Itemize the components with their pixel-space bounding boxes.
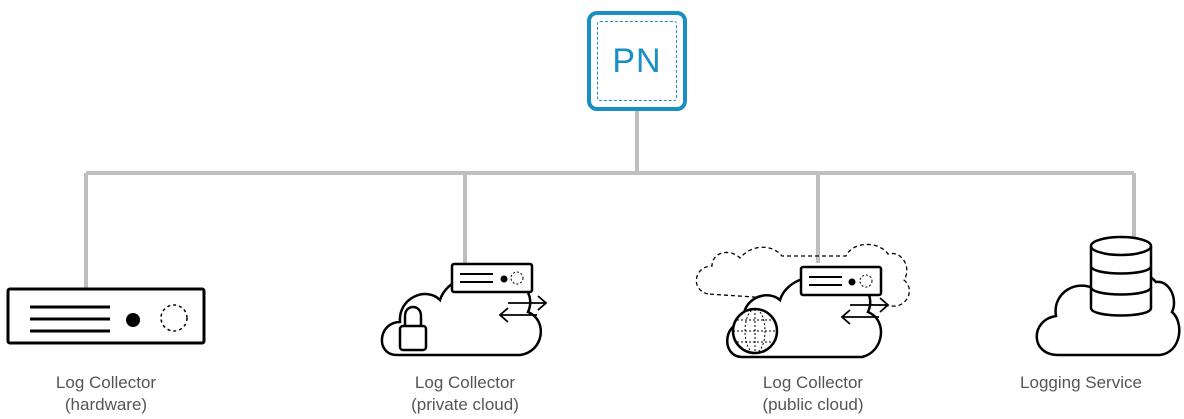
node-label-hardware: Log Collector (hardware) [0, 372, 226, 416]
node-label-logging-service: Logging Service [978, 372, 1184, 394]
node-subtitle: (public cloud) [762, 395, 864, 414]
node-title: Logging Service [1020, 373, 1142, 392]
node-label-public-cloud: Log Collector (public cloud) [693, 372, 933, 416]
node-title: Log Collector [414, 373, 516, 392]
pn-hub-node: PN [587, 11, 687, 111]
private-cloud-server-icon [380, 262, 548, 357]
connector-lines [84, 111, 1136, 289]
hardware-appliance-icon [6, 287, 206, 345]
node-label-private-cloud: Log Collector (private cloud) [345, 372, 585, 416]
cloud-database-icon [1035, 235, 1181, 357]
pn-label: PN [612, 42, 662, 80]
node-subtitle: (hardware) [64, 395, 148, 414]
node-subtitle: (private cloud) [411, 395, 519, 414]
pn-inner-dashed-frame [597, 21, 677, 101]
node-title: Log Collector [762, 373, 864, 392]
node-title: Log Collector [55, 373, 157, 392]
public-cloud-server-icon [695, 243, 910, 359]
